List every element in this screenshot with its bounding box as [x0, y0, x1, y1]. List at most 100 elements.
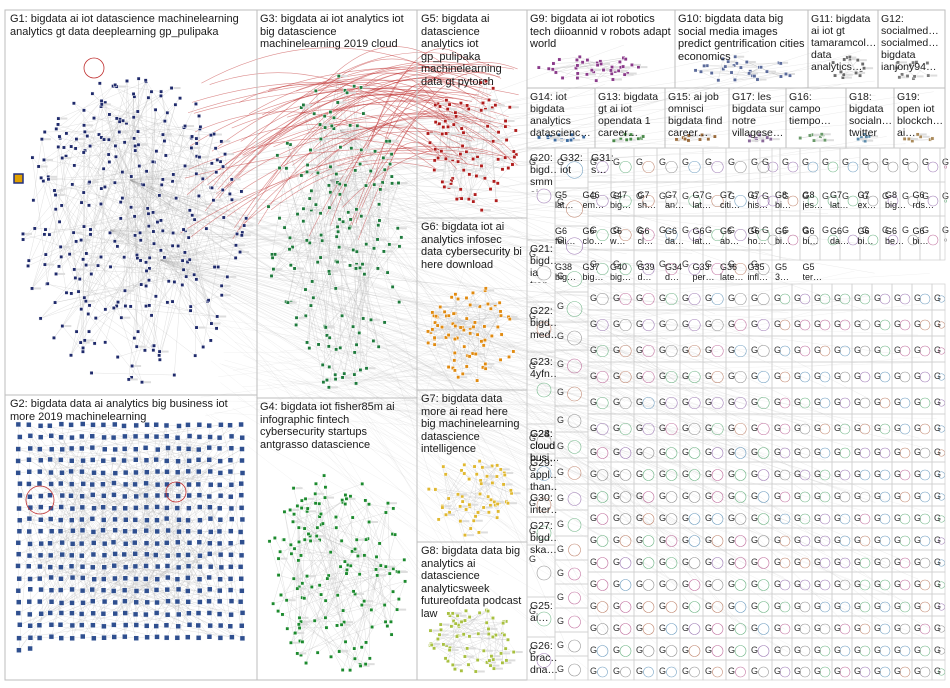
mini-group-letter: G — [814, 666, 821, 676]
node — [322, 474, 325, 477]
node — [99, 255, 102, 258]
node — [138, 164, 141, 167]
node — [151, 160, 154, 163]
node — [474, 670, 477, 673]
node — [217, 599, 222, 604]
node — [298, 626, 301, 629]
node — [102, 138, 105, 141]
node — [101, 624, 106, 629]
node — [80, 201, 83, 204]
node — [210, 162, 213, 165]
node — [305, 170, 308, 173]
mini-group-letter: G — [834, 579, 841, 589]
node — [500, 333, 503, 336]
node — [79, 341, 82, 344]
mini-group-letter: G — [751, 579, 758, 589]
node — [176, 517, 181, 522]
node — [47, 493, 52, 498]
mini-group-letter: G — [882, 157, 889, 167]
node — [551, 68, 554, 71]
node — [197, 564, 202, 569]
node — [133, 144, 136, 147]
mini-cluster — [880, 646, 890, 656]
node-label-stub — [478, 671, 485, 673]
mini-group-letter: G — [705, 491, 712, 501]
mini-cluster — [780, 492, 790, 502]
node — [447, 333, 450, 336]
node — [273, 536, 276, 539]
mini-group-letter: G — [854, 666, 861, 676]
mini-group-letter: G — [613, 579, 620, 589]
node — [144, 304, 147, 307]
node — [907, 137, 910, 140]
node — [60, 255, 63, 258]
edge — [270, 541, 287, 600]
node — [17, 506, 22, 511]
mini-group-letter: G — [914, 345, 921, 355]
node — [498, 301, 501, 304]
mini-group-letter: G — [854, 513, 861, 523]
node — [122, 423, 127, 428]
mini-cluster — [820, 372, 830, 382]
node-label-stub — [484, 466, 491, 468]
mini-group-letter: G — [822, 157, 829, 167]
node — [100, 103, 103, 106]
mini-cluster — [840, 514, 850, 524]
node — [81, 346, 84, 349]
node — [208, 435, 213, 440]
node — [32, 199, 35, 202]
node-label-stub — [392, 140, 399, 142]
node — [113, 528, 118, 533]
node-label-stub — [227, 153, 234, 155]
mini-cluster — [643, 536, 654, 547]
node — [426, 341, 429, 344]
node — [188, 209, 191, 212]
node-label-stub — [483, 483, 490, 485]
mini-group-letter: G — [934, 423, 941, 433]
node — [461, 372, 464, 375]
node — [99, 202, 102, 205]
mini-group-letter: G — [557, 568, 564, 578]
node — [504, 156, 507, 159]
mini-cluster — [620, 624, 631, 635]
mini-group-letter: G — [557, 271, 564, 281]
node — [503, 633, 506, 636]
node — [315, 534, 318, 537]
node — [239, 422, 244, 427]
node — [799, 136, 802, 139]
node-label-stub — [436, 169, 443, 171]
node-label-stub — [359, 251, 366, 253]
mini-group-letter: G — [659, 259, 666, 269]
node — [848, 55, 851, 58]
mini-cluster — [920, 448, 930, 458]
mini-group-letter: G — [894, 601, 901, 611]
mini-group-letter: G — [557, 493, 564, 503]
node — [502, 483, 505, 486]
node — [439, 628, 442, 631]
node — [478, 492, 481, 495]
node — [186, 518, 191, 523]
node — [197, 493, 202, 498]
edge — [130, 180, 713, 361]
node — [58, 529, 63, 534]
mini-cluster — [820, 424, 830, 434]
edge — [707, 63, 779, 66]
node — [56, 123, 59, 126]
mini-cluster — [735, 371, 747, 383]
node — [337, 245, 340, 248]
node — [133, 517, 138, 522]
mini-group-letter: G — [636, 447, 643, 457]
mini-group-letter: G — [613, 645, 620, 655]
mini-group-letter: G — [834, 469, 841, 479]
node — [468, 173, 471, 176]
node-label-stub — [445, 643, 452, 645]
node — [344, 502, 347, 505]
mini-cluster — [800, 320, 810, 330]
node — [336, 260, 339, 263]
mini-group-letter: G — [636, 601, 643, 611]
node — [448, 511, 451, 514]
node — [761, 139, 764, 142]
node — [239, 553, 244, 558]
node — [164, 516, 169, 521]
node — [145, 269, 148, 272]
